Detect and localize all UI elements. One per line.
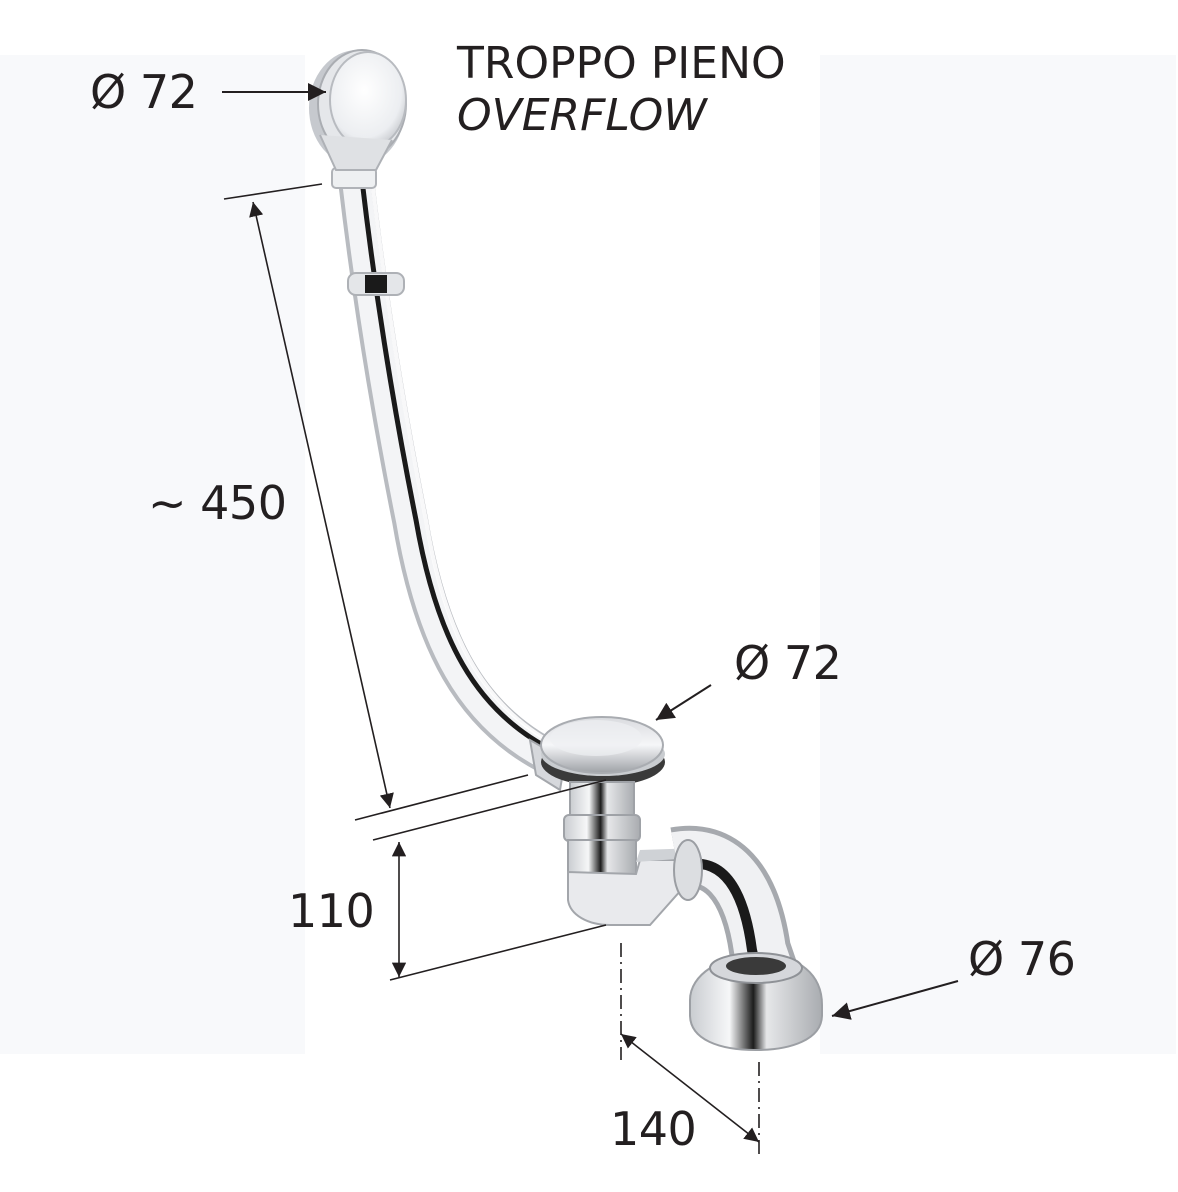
label-outlet-offset: 140 [610,1102,697,1156]
dim-pipe-length [249,201,394,809]
dim-outlet-offset [620,1033,760,1143]
label-drain-diameter: Ø 72 [734,636,842,690]
pipe-nut [347,272,405,296]
overflow-head [309,49,407,171]
overflow-pipe [338,162,573,778]
label-overflow-diameter: Ø 72 [90,65,198,119]
label-pipe-length: ~ 450 [148,476,287,530]
dimension-lines [222,83,959,1155]
trap-body [563,781,700,926]
title-italian: TROPPO PIENO [457,38,786,89]
drain-plug [528,716,665,792]
outlet-flange [689,952,823,1052]
leader-drain-diameter [655,684,712,721]
label-trap-height: 110 [288,884,375,938]
title-english: OVERFLOW [457,90,707,141]
outlet-elbow [670,825,802,996]
label-outlet-diameter: Ø 76 [968,932,1076,986]
leader-outlet-diameter [831,980,959,1020]
background-panel-right [820,55,1176,1054]
